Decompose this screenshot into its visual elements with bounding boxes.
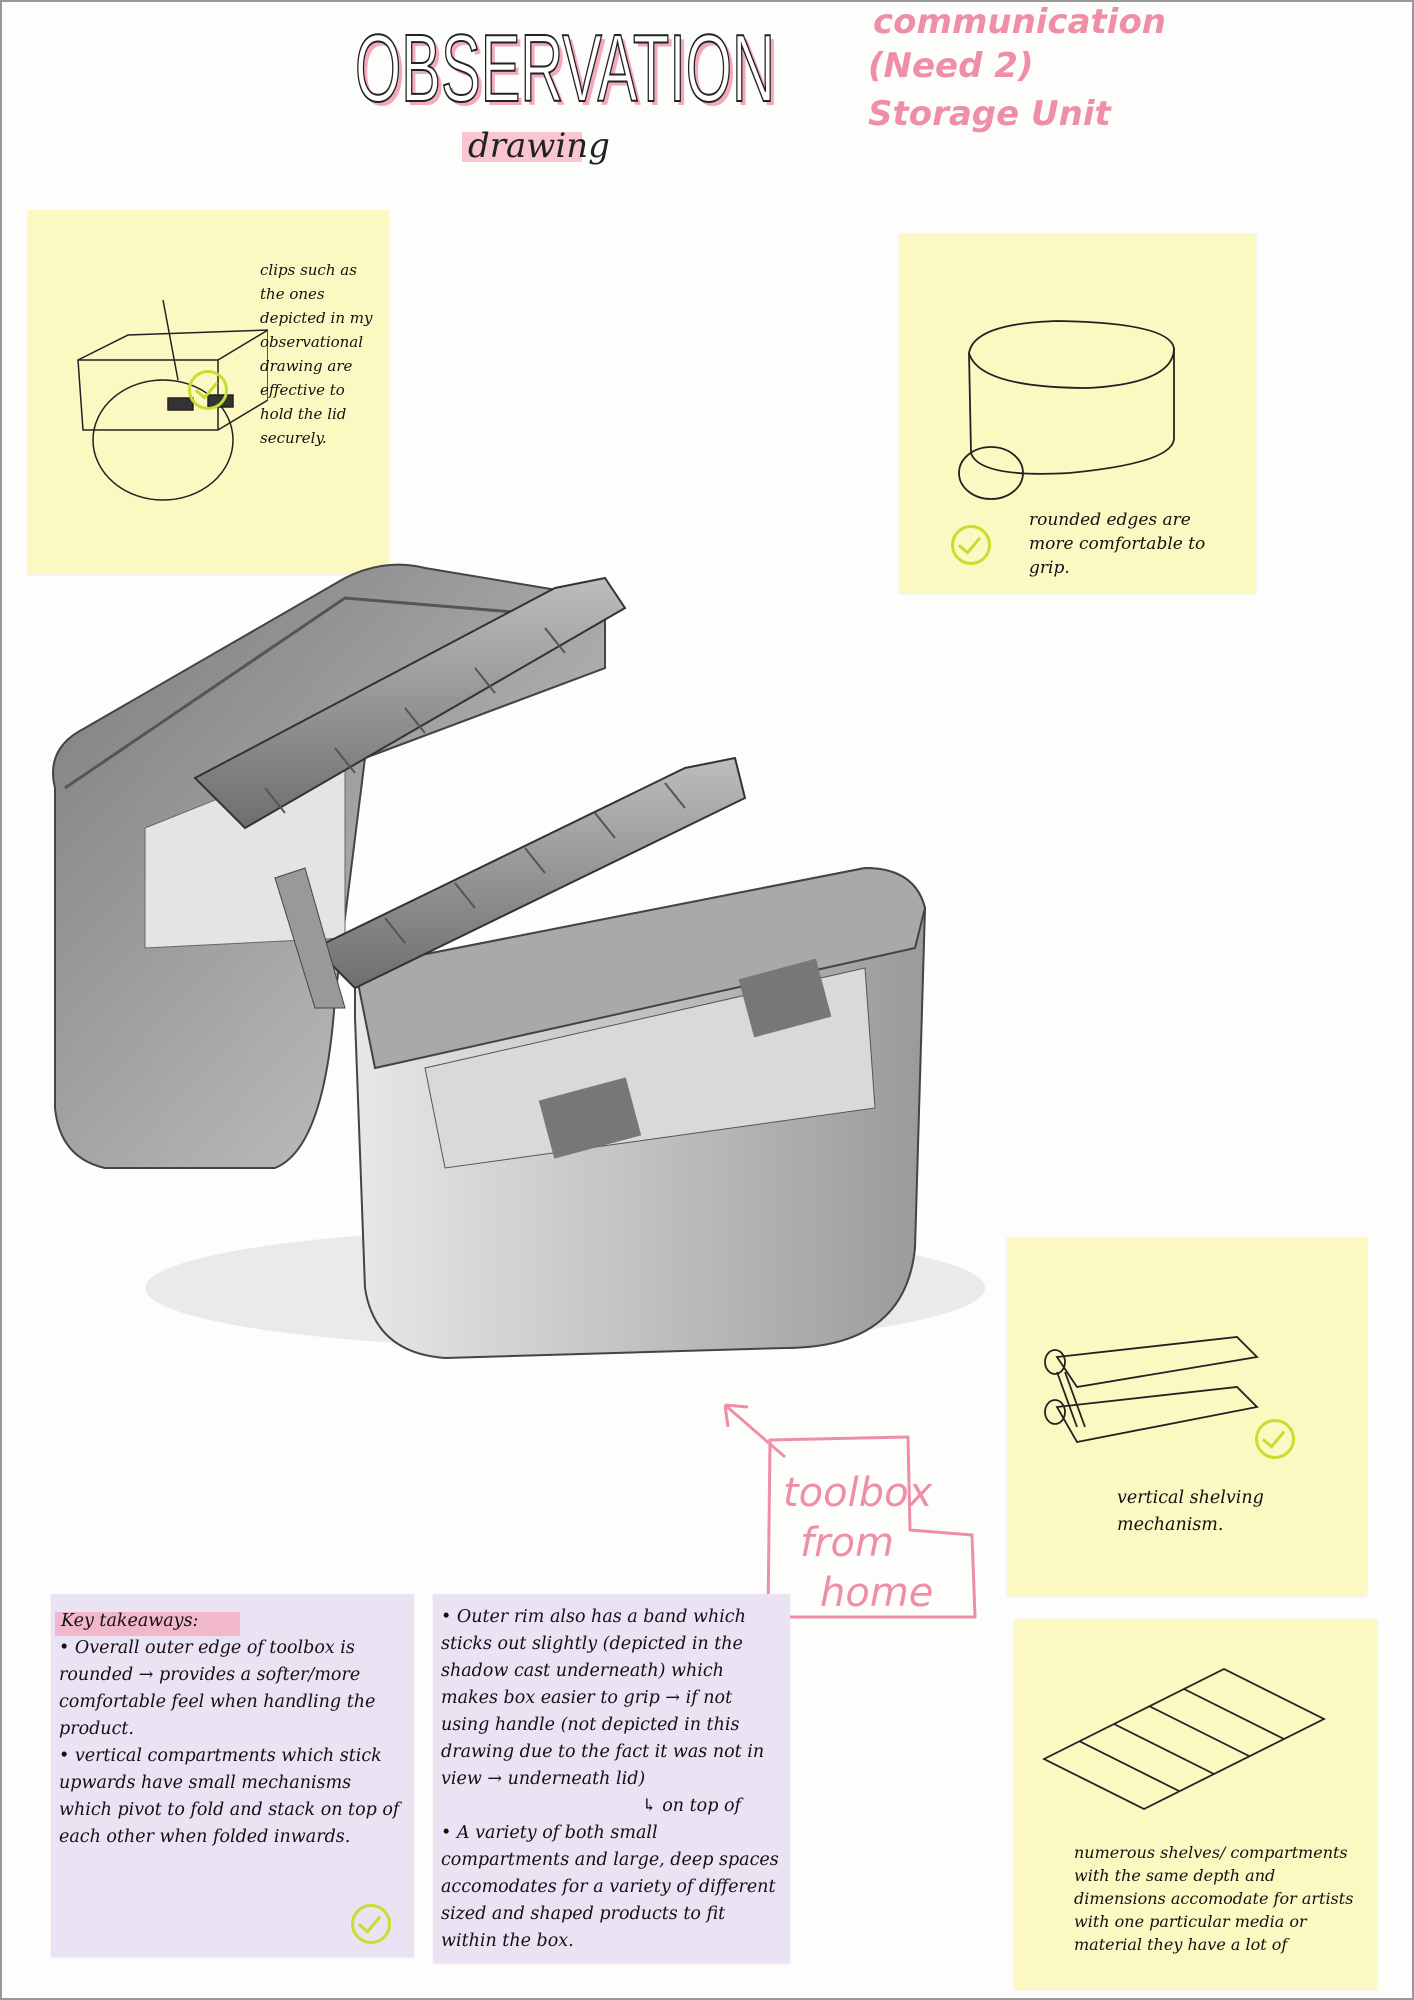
key-title-highlight xyxy=(55,1612,240,1636)
sticky-note-rim: • Outer rim also has a band which sticks… xyxy=(433,1594,790,1963)
subtitle-highlight xyxy=(462,132,582,162)
side-note-communication: communication xyxy=(873,2,1167,42)
note-compartments-text: numerous shelves/ compartments with the … xyxy=(1074,1843,1354,1954)
rim-point-1: • Outer rim also has a band which sticks… xyxy=(441,1607,765,1789)
sticky-note-compartments: numerous shelves/ compartments with the … xyxy=(1014,1619,1377,1989)
toolbox-label-line-2: from xyxy=(800,1520,894,1566)
toolbox-pencil-drawing xyxy=(52,563,985,1360)
sticky-note-clips: clips such as the ones depicted in my ob… xyxy=(28,210,389,574)
shelving-sketch xyxy=(1044,1336,1259,1444)
page-subtitle: drawing xyxy=(468,126,610,166)
check-icon xyxy=(188,370,228,410)
note-clips-text: clips such as the ones depicted in my ob… xyxy=(260,261,373,447)
sticky-note-rounded: rounded edges are more comfortable to gr… xyxy=(899,233,1256,593)
compartment-tray-sketch xyxy=(1041,1667,1327,1811)
box-clip-sketch xyxy=(77,299,268,501)
toolbox-label-line-1: toolbox xyxy=(783,1470,933,1516)
key-takeaways-title: Key takeaways: xyxy=(61,1611,199,1631)
rim-point-2: • A variety of both small compartments a… xyxy=(441,1823,779,1951)
check-icon xyxy=(1255,1419,1295,1459)
key-point-1: • Overall outer edge of toolbox is round… xyxy=(59,1638,376,1739)
check-icon xyxy=(351,1904,391,1944)
sticky-note-key-takeaways: Key takeaways: • Overall outer edge of t… xyxy=(51,1594,414,1957)
note-rounded-text: rounded edges are more comfortable to gr… xyxy=(1029,510,1206,578)
key-point-2: • vertical compartments which stick upwa… xyxy=(59,1746,400,1847)
check-icon xyxy=(951,525,991,565)
side-note-storage: Storage Unit xyxy=(868,94,1111,134)
rim-point-aside: ↳ on top of xyxy=(642,1796,741,1816)
rounded-box-sketch xyxy=(958,320,1175,500)
side-note-need: (Need 2) xyxy=(868,46,1034,86)
sticky-note-shelving: vertical shelving mechanism. xyxy=(1007,1237,1367,1596)
note-shelving-text: vertical shelving mechanism. xyxy=(1117,1488,1264,1535)
page-title: OBSERVATION xyxy=(354,14,776,123)
toolbox-label-line-3: home xyxy=(820,1570,934,1616)
